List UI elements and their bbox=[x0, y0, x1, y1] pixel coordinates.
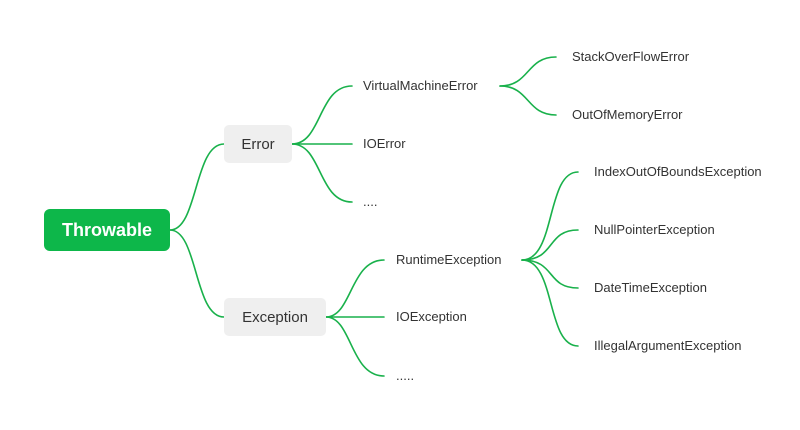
throwable-node: Throwable bbox=[44, 209, 170, 251]
outofmemoryerror-node: OutOfMemoryError bbox=[572, 107, 683, 122]
nullpointerexception-node: NullPointerException bbox=[594, 222, 715, 237]
edge-runtime-illegalargument bbox=[521, 259, 579, 347]
edge-error-more bbox=[291, 143, 353, 203]
error-more-node: .... bbox=[363, 194, 378, 209]
stackoverflowerror-node: StackOverFlowError bbox=[572, 49, 690, 64]
virtualmachineerror-node: VirtualMachineError bbox=[363, 78, 478, 93]
edge-throwable-exception bbox=[169, 229, 225, 318]
edge-exception-runtime bbox=[325, 259, 385, 318]
edge-runtime-datetime bbox=[521, 259, 579, 289]
datetimeexception-node: DateTimeException bbox=[594, 280, 707, 295]
exception-more-node: ..... bbox=[396, 368, 415, 383]
runtimeexception-node: RuntimeException bbox=[396, 252, 502, 267]
ioerror-node: IOError bbox=[363, 136, 406, 151]
illegalargumentexception-node: IllegalArgumentException bbox=[594, 338, 742, 353]
error-node: Error bbox=[224, 125, 292, 163]
exception-node: Exception bbox=[224, 298, 326, 336]
ioexception-node: IOException bbox=[396, 309, 467, 324]
indexoutofboundsexception-node: IndexOutOfBoundsException bbox=[594, 164, 762, 179]
edge-error-vmerror bbox=[291, 85, 353, 145]
edge-vmerror-stackoverflow bbox=[499, 56, 557, 87]
edge-throwable-error bbox=[169, 143, 225, 231]
edge-runtime-nullpointer bbox=[521, 229, 579, 261]
edge-exception-more bbox=[325, 316, 385, 377]
edge-vmerror-outofmemory bbox=[499, 85, 557, 116]
edge-runtime-indexoutofbounds bbox=[521, 171, 579, 261]
